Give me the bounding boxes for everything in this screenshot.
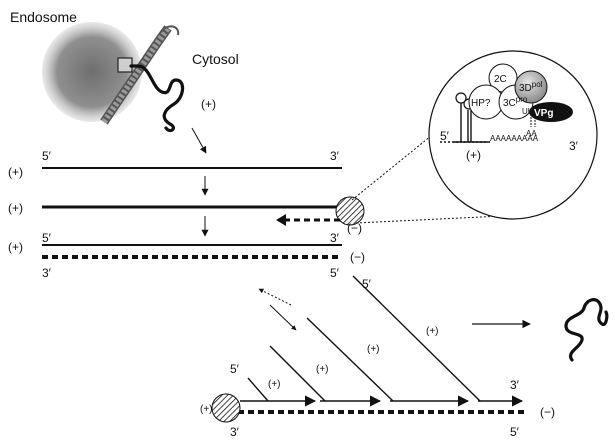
nascent-strand (269, 345, 382, 407)
plus-label: (+) (8, 165, 23, 179)
nascent-strand (247, 377, 317, 407)
nascent-arrowhead (276, 214, 286, 226)
five-prime-label: 5′ (362, 277, 372, 291)
inset-five-prime-label: 5′ (440, 129, 450, 143)
protein-3c-label: 3Cpro (503, 95, 528, 109)
zoom-line (355, 215, 503, 224)
three-prime-label: 3′ (330, 149, 340, 163)
five-prime-label: 5′ (230, 362, 240, 376)
five-prime-label: 5′ (510, 425, 520, 439)
plus-label: (+) (316, 364, 329, 375)
replication-complex (211, 393, 241, 423)
capsid-membrane-tube (100, 25, 180, 125)
entry-arrow (191, 127, 207, 154)
protein-hp-label: HP? (471, 98, 491, 109)
incoming-rna (129, 64, 185, 133)
nascent-strand (352, 275, 524, 407)
replication-complex (335, 196, 365, 226)
minus-label: (−) (350, 250, 365, 264)
vpg-label: VPg (534, 108, 553, 119)
progeny-rna (564, 298, 609, 362)
three-prime-label: 3′ (230, 425, 240, 439)
inset-plus-label: (+) (466, 148, 481, 162)
minus-label: (−) (540, 405, 555, 419)
plus-label: (+) (426, 326, 439, 337)
five-prime-label: 5′ (42, 149, 52, 163)
direction-arrow (269, 304, 297, 331)
plus-label: (+) (8, 201, 23, 215)
aa-label: AA (526, 129, 537, 138)
replication-complex-inset (428, 50, 598, 220)
three-prime-label: 3′ (510, 378, 520, 392)
direction-arrow-dashed (258, 288, 292, 306)
plus-label: (+) (268, 379, 281, 390)
polya-label: AAAAAAAAA (490, 134, 539, 143)
plus-label: (+) (200, 404, 213, 415)
five-prime-label: 5′ (42, 231, 52, 245)
zoom-line (351, 126, 443, 201)
protein-3d-label: 3Dpol (519, 80, 543, 94)
five-prime-label: 5′ (330, 266, 340, 280)
inset-three-prime-label: 3′ (569, 139, 579, 153)
plus-label-incoming: (+) (201, 97, 216, 111)
cytosol-label: Cytosol (192, 51, 239, 67)
plus-label: (+) (367, 344, 380, 355)
uu-label: UU (522, 107, 534, 116)
protein-2c-label: 2C (494, 74, 507, 85)
plus-label: (+) (8, 240, 23, 254)
three-prime-label: 3′ (330, 231, 340, 245)
endosome-label: Endosome (10, 9, 77, 25)
three-prime-label: 3′ (42, 266, 52, 280)
nascent-strand (306, 317, 470, 407)
minus-label: (−) (347, 221, 362, 235)
